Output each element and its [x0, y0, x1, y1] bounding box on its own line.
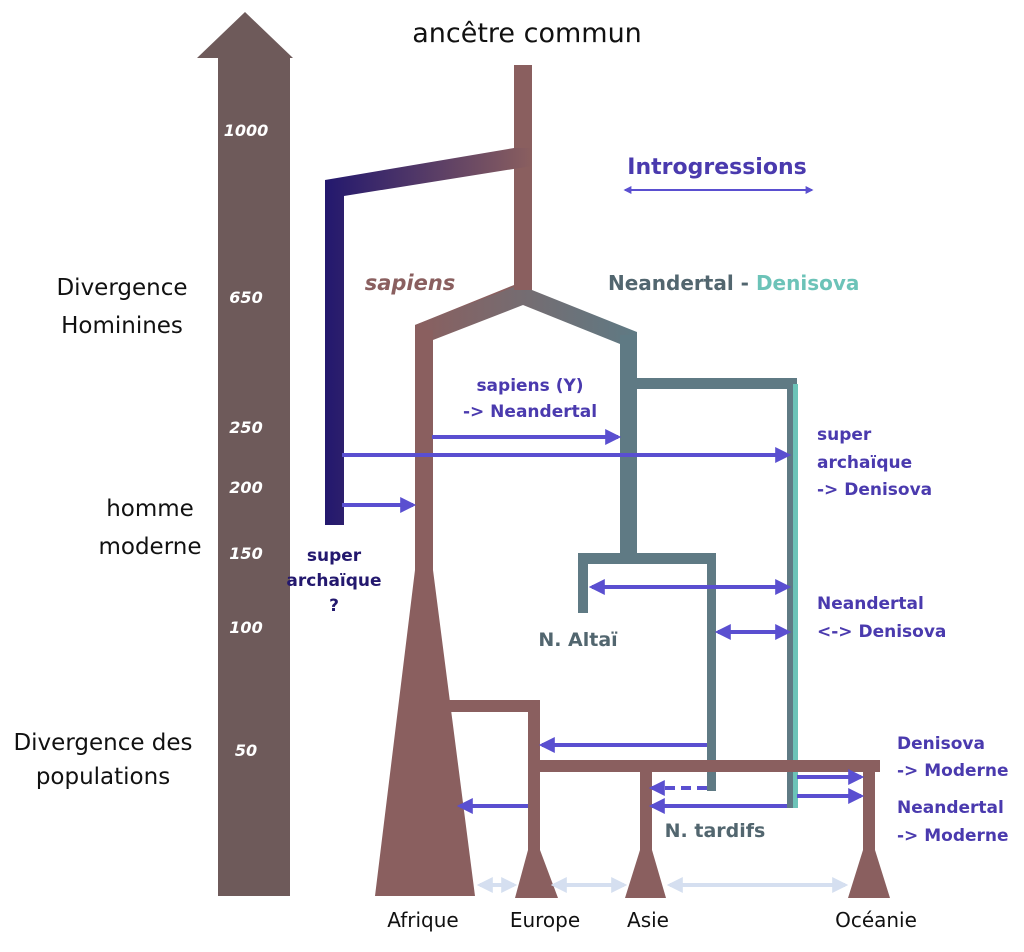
- diagram-title: ancêtre commun: [412, 18, 642, 49]
- population-label-europe: Europe: [510, 908, 580, 932]
- neandertal-denisova-heading: Neandertal - Denisova: [608, 271, 859, 295]
- tick-label: 1000: [224, 121, 269, 140]
- denisova-split: [637, 378, 797, 389]
- tree-branches: [325, 65, 890, 898]
- hominin-fork: [415, 287, 637, 348]
- super-archaic-label: super: [307, 546, 362, 566]
- common-ancestor-trunk: [514, 65, 532, 295]
- altai-branch: [578, 553, 588, 613]
- separator: -: [734, 271, 756, 295]
- oceania-cone: [848, 850, 890, 898]
- denisova-moderne-label: -> Moderne: [897, 761, 1009, 781]
- super-denisova-label: -> Denisova: [817, 480, 932, 500]
- tick-label: 50: [235, 741, 257, 760]
- divergence-populations-label: populations: [36, 764, 170, 790]
- introgressions-legend: Introgressions: [627, 155, 806, 180]
- denisova-label: Denisova: [756, 271, 859, 295]
- population-label-oceanie: Océanie: [835, 908, 917, 932]
- asia-cone: [625, 850, 666, 898]
- late-neandertal-branch: [707, 553, 716, 791]
- sapiens-label: sapiens: [365, 271, 456, 295]
- neandertal-denisova-label: Neandertal: [817, 594, 924, 614]
- tick-label: 250: [229, 418, 262, 437]
- homme-moderne-label: moderne: [98, 534, 201, 560]
- divergence-hominines-label: Hominines: [61, 313, 183, 339]
- super-denisova-label: super: [817, 425, 872, 445]
- neandertal-denisova-label: <-> Denisova: [817, 622, 946, 642]
- sapiens-neandertal-label: -> Neandertal: [463, 402, 597, 422]
- denisova-branch: [793, 384, 798, 808]
- super-archaic-label: ?: [329, 596, 339, 616]
- neandertal-moderne-label: Neandertal: [897, 798, 1004, 818]
- divergence-hominines-label: Divergence: [56, 275, 187, 301]
- time-ticks: 1000 650 250 200 150 100 50: [224, 121, 269, 760]
- neandertal-branch: [620, 335, 637, 560]
- introgression-arrows: [342, 186, 865, 814]
- sapiens-neandertal-label: sapiens (Y): [476, 376, 583, 396]
- tick-label: 650: [229, 288, 262, 307]
- divergence-populations-label: Divergence des: [13, 730, 192, 756]
- tick-label: 150: [229, 544, 262, 563]
- super-archaic-label: archaïque: [286, 571, 381, 591]
- population-label-afrique: Afrique: [387, 908, 458, 932]
- time-arrow: [197, 12, 293, 896]
- altai-label: N. Altaï: [538, 629, 618, 651]
- sapiens-africa-branch: [375, 330, 475, 896]
- neandertal-split: [578, 553, 716, 564]
- neandertal-label: Neandertal: [608, 271, 734, 295]
- super-denisova-label: archaïque: [817, 453, 912, 473]
- denisova-moderne-label: Denisova: [897, 734, 985, 754]
- tardifs-label: N. tardifs: [665, 820, 766, 842]
- neandertal-moderne-label: -> Moderne: [897, 826, 1009, 846]
- population-label-asie: Asie: [627, 908, 669, 932]
- eurasia-branch: [540, 760, 880, 772]
- tick-label: 100: [229, 618, 262, 637]
- europe-cone: [515, 850, 558, 898]
- homme-moderne-label: homme: [106, 496, 194, 522]
- tick-label: 200: [229, 478, 262, 497]
- out-of-africa-branch: [433, 700, 540, 712]
- super-archaic-branch: [325, 148, 532, 525]
